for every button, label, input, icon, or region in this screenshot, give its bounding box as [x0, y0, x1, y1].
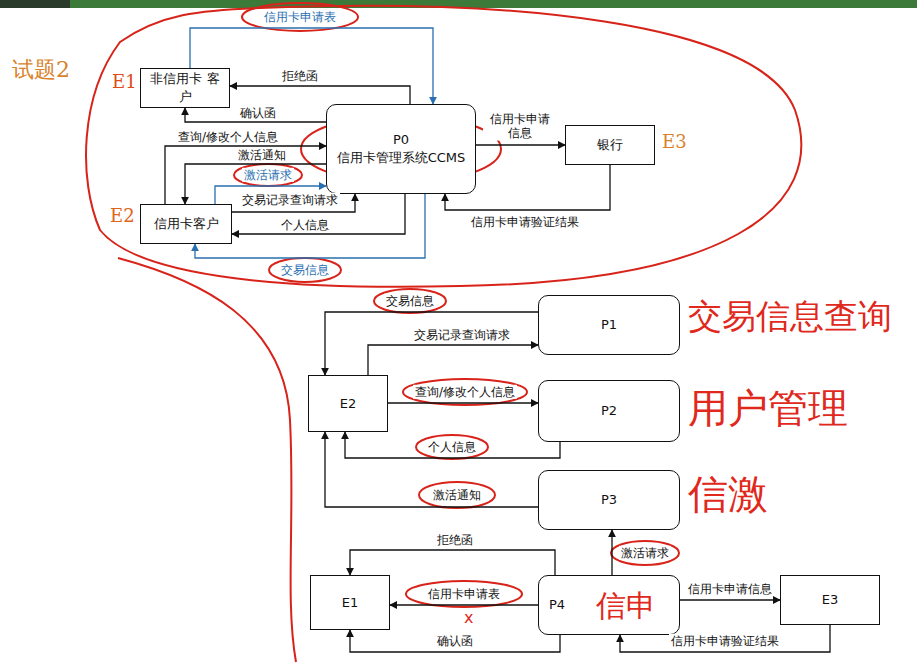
flow-label: 确认函: [435, 634, 475, 648]
data-flow: [680, 599, 780, 600]
flow-label: 确认函: [238, 106, 278, 120]
data-flow: [611, 530, 612, 575]
flow-label: 激活请求: [242, 168, 294, 182]
node-title: P2: [601, 402, 617, 420]
node-title: P3: [601, 491, 617, 509]
flow-label: 信用卡申请表: [262, 10, 338, 24]
entity-box: 非信用卡 客户: [140, 68, 230, 108]
node-title: P4: [549, 596, 565, 614]
node-title: 非信用卡 客户: [145, 70, 225, 105]
handwritten-note: 信申: [596, 589, 656, 622]
entity-box: E1: [310, 575, 390, 630]
entity-box: E3: [780, 575, 880, 625]
entity-box: 银行: [565, 125, 655, 165]
data-flow: [368, 345, 538, 375]
node-title: E2: [340, 395, 357, 413]
data-flow: [388, 402, 538, 403]
entity-tag: E1: [112, 72, 137, 92]
flow-label: 信用卡申请表: [426, 587, 502, 601]
flow-label: 激活请求: [619, 546, 671, 560]
circle-marks: [234, 3, 679, 607]
freehand-stroke: [118, 258, 296, 662]
flow-label: 信用卡申请验证结果: [469, 215, 581, 229]
process-box: P0信用卡管理系统CCMS: [326, 104, 476, 194]
data-flow: [325, 432, 538, 507]
flow-label: 信用卡申请信息: [686, 582, 774, 596]
flow-label: 拒绝函: [280, 69, 320, 83]
cross-mark: x: [464, 609, 473, 627]
flow-label: 激活通知: [431, 488, 483, 502]
entity-tag: E2: [110, 206, 135, 226]
data-flow: [476, 144, 565, 145]
node-title: E3: [822, 591, 839, 609]
node-title: 信用卡客户: [154, 215, 219, 233]
process-box: P3: [538, 470, 680, 530]
question-number: 试题2: [12, 58, 70, 82]
node-title: P1: [601, 316, 617, 334]
data-flow: [345, 432, 560, 458]
data-flow: [230, 86, 410, 104]
flow-label: 交易记录查询请求: [412, 328, 512, 342]
handwritten-note: 用户管理: [688, 386, 848, 430]
flow-label: 个人信息: [279, 218, 331, 232]
entity-box: 信用卡客户: [140, 204, 232, 244]
entity-box: E2: [308, 375, 388, 432]
entity-tag: E3: [662, 132, 687, 152]
data-flow: [350, 630, 560, 652]
flow-label: 激活通知: [236, 148, 288, 162]
freehand-loop: [86, 6, 801, 287]
flow-label: 信用卡申请 信息: [483, 112, 557, 141]
flow-label: 交易记录查询请求: [240, 193, 340, 207]
header-thumb: [0, 0, 70, 8]
node-body: 信用卡管理系统CCMS: [337, 149, 466, 167]
flow-label: 查询/修改个人信息: [413, 385, 517, 399]
data-flow: [350, 550, 555, 575]
flow-label: 信用卡申请验证结果: [669, 634, 781, 648]
handwritten-note: 交易信息查询: [688, 298, 892, 335]
process-box: P2: [538, 380, 680, 442]
node-title: E1: [342, 594, 359, 612]
data-flow: [390, 604, 538, 605]
handwritten-note: 信激: [688, 472, 768, 516]
node-title: 银行: [597, 136, 623, 154]
flow-label: 查询/修改个人信息: [176, 130, 280, 144]
data-flow: [325, 312, 538, 375]
flow-label: 交易信息: [279, 263, 331, 277]
flow-label: 交易信息: [384, 294, 436, 308]
process-box: P1: [538, 295, 680, 355]
node-title: P0: [393, 131, 409, 149]
flow-label: 拒绝函: [435, 533, 475, 547]
flow-label: 个人信息: [426, 440, 478, 454]
